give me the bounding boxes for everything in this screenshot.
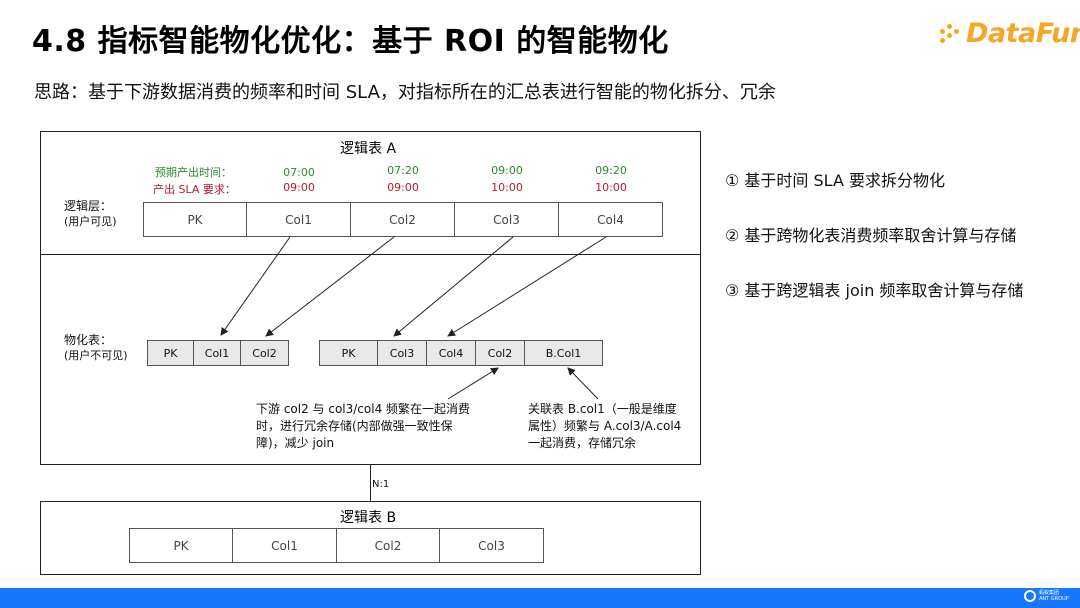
logo-dots-icon [938,21,964,47]
logic-b-cell-col2: Col2 [336,528,440,563]
expected-time-col4: 09:20 [595,164,627,177]
logic-a-cell-pk: PK [143,202,247,237]
logic-a-cell-col3: Col3 [454,202,559,237]
note-redundant-col2: 下游 col2 与 col3/col4 频繁在一起消费 时，进行冗余存储(内部做… [256,401,470,452]
sla-time-col3: 10:00 [491,181,523,194]
sla-label: 产出 SLA 要求： [153,183,236,196]
sla-time-col4: 10:00 [595,181,627,194]
footer-bar [0,588,1080,608]
expected-time-col3: 09:00 [491,164,523,177]
expected-time-col1: 07:00 [283,166,315,179]
logic-a-cell-col2: Col2 [350,202,455,237]
physical-layer-label: 物化表： (用户不可见) [64,333,128,363]
phys1-cell-col1: Col1 [193,340,241,366]
note-left-line2: 时，进行冗余存储(内部做强一致性保 [256,419,453,433]
logic-table-b-columns: PK Col1 Col2 Col3 [129,528,544,563]
logic-b-cell-col1: Col1 [232,528,337,563]
logo-text: DataFun. [966,18,1080,49]
logic-layer-label: 逻辑层： (用户可见) [64,199,117,229]
note-redundant-bcol1: 关联表 B.col1（一般是维度 属性）频繁与 A.col3/A.col4 一起… [528,401,681,452]
ant-group-logo: 蚂蚁集团 ANT GROUP [1024,590,1069,602]
logic-b-cell-col3: Col3 [439,528,544,563]
ant-brand-cn: 蚂蚁集团 [1039,590,1060,596]
physical-layer-sub: (用户不可见) [64,349,128,362]
expected-output-label: 预期产出时间： [155,166,232,179]
logic-layer-sub: (用户可见) [64,215,117,228]
phys2-cell-pk: PK [319,340,378,366]
physical-layer-title: 物化表： [64,333,113,347]
phys2-cell-col2: Col2 [475,340,525,366]
sla-time-col2: 09:00 [387,181,419,194]
physical-table-1: PK Col1 Col2 [147,340,289,366]
point-3: ③ 基于跨逻辑表 join 频率取舍计算与存储 [725,281,1024,300]
logic-table-b-label: 逻辑表 B [340,510,397,526]
point-2: ② 基于跨物化表消费频率取舍计算与存储 [725,226,1017,245]
logic-table-b-box [40,501,701,575]
layer-divider [40,254,701,255]
phys2-cell-col3: Col3 [377,340,427,366]
phys1-cell-pk: PK [147,340,194,366]
note-left-line3: 障)，减少 join [256,436,335,450]
physical-table-2: PK Col3 Col4 Col2 B.Col1 [319,340,603,366]
relation-line [370,465,371,501]
note-left-line1: 下游 col2 与 col3/col4 频繁在一起消费 [256,402,471,416]
phys2-cell-col4: Col4 [426,340,476,366]
page-title: 4.8 指标智能物化优化：基于 ROI 的智能物化 [32,24,669,59]
logic-b-cell-pk: PK [129,528,233,563]
ant-brand-en: ANT GROUP [1039,596,1069,602]
relation-label: N:1 [372,479,390,490]
logic-a-cell-col1: Col1 [246,202,351,237]
phys2-cell-bcol1: B.Col1 [524,340,603,366]
datafun-logo: DataFun. [938,18,1080,49]
logic-table-a-box [40,131,701,465]
expected-time-col2: 07:20 [387,164,419,177]
note-right-line3: 一起消费，存储冗余 [528,436,637,450]
logic-a-cell-col4: Col4 [558,202,663,237]
phys1-cell-col2: Col2 [240,340,289,366]
logic-table-a-label: 逻辑表 A [340,141,397,157]
sla-time-col1: 09:00 [283,181,315,194]
logic-layer-title: 逻辑层： [64,199,113,213]
ant-group-icon [1024,590,1036,602]
subtitle: 思路：基于下游数据消费的频率和时间 SLA，对指标所在的汇总表进行智能的物化拆分… [34,82,776,103]
point-1: ① 基于时间 SLA 要求拆分物化 [725,171,945,190]
logic-table-a-columns: PK Col1 Col2 Col3 Col4 [143,202,663,237]
note-right-line2: 属性）频繁与 A.col3/A.col4 [528,419,682,433]
note-right-line1: 关联表 B.col1（一般是维度 [528,402,677,416]
